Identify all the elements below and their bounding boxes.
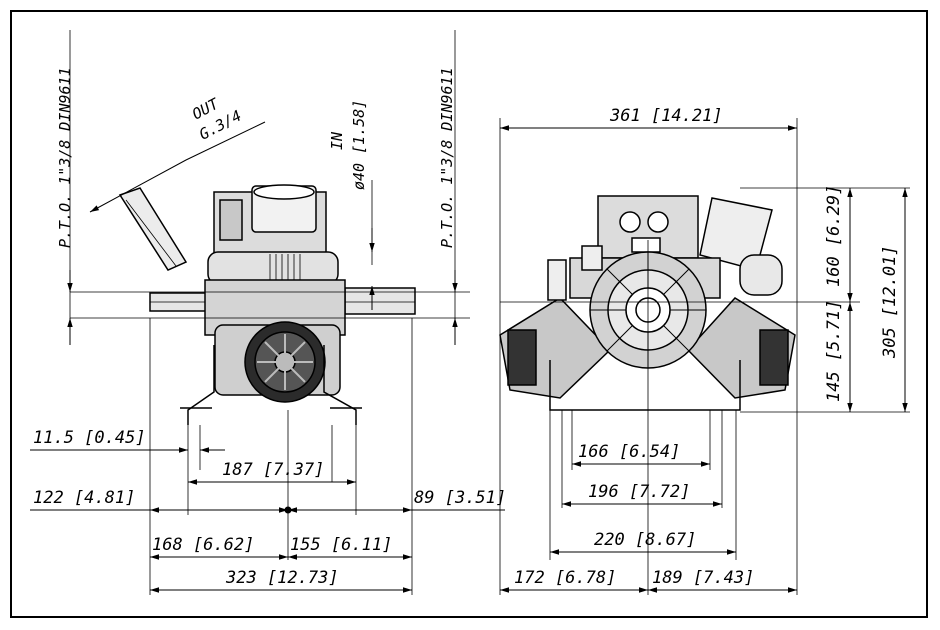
drawing-frame bbox=[10, 10, 928, 618]
dim-160: 160 [6.29] bbox=[824, 184, 844, 287]
dim-168: 168 [6.62] bbox=[152, 535, 255, 555]
right-pump-view bbox=[499, 195, 796, 411]
dim-323: 323 [12.73] bbox=[226, 568, 339, 588]
dim-305: 305 [12.01] bbox=[880, 245, 900, 358]
pto-label-center: P.T.O. 1"3/8 DIN9611 bbox=[438, 67, 456, 248]
dim-361: 361 [14.21] bbox=[610, 106, 723, 126]
dim-166: 166 [6.54] bbox=[578, 442, 681, 462]
dimension-lines bbox=[30, 121, 908, 593]
dim-172: 172 [6.78] bbox=[514, 568, 617, 588]
dim-89: 89 [3.51] bbox=[414, 488, 507, 508]
dim-220: 220 [8.67] bbox=[594, 530, 697, 550]
dim-187: 187 [7.37] bbox=[222, 460, 325, 480]
in-diameter-label: ø40 [1.58] bbox=[350, 99, 368, 190]
dim-122: 122 [4.81] bbox=[33, 488, 136, 508]
dim-189: 189 [7.43] bbox=[652, 568, 755, 588]
dim-11-5: 11.5 [0.45] bbox=[33, 428, 146, 448]
dim-196: 196 [7.72] bbox=[588, 482, 691, 502]
in-label: IN bbox=[328, 131, 346, 150]
dim-145: 145 [5.71] bbox=[824, 299, 844, 402]
dim-155: 155 [6.11] bbox=[290, 535, 393, 555]
pto-label-left: P.T.O. 1"3/8 DIN9611 bbox=[56, 67, 74, 248]
left-pump-view bbox=[118, 184, 416, 425]
